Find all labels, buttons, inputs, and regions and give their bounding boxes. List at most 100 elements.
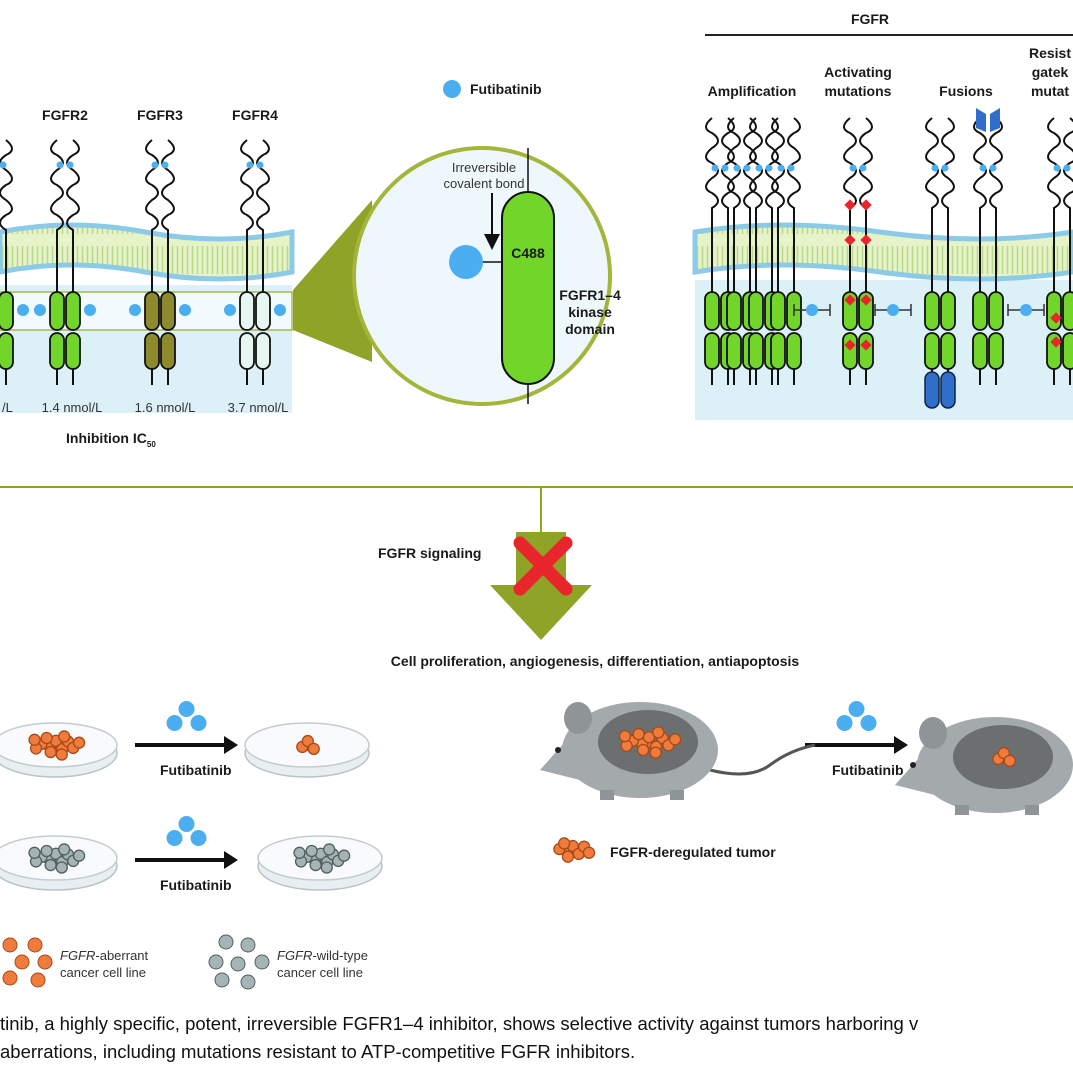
mouse-leg xyxy=(670,790,684,800)
kinase-lobe xyxy=(726,291,742,331)
futibatinib-dot xyxy=(17,304,29,316)
kinase-lobe xyxy=(972,332,988,370)
ligand-dot xyxy=(849,164,857,172)
ligand-dot xyxy=(0,161,7,169)
cell xyxy=(28,846,41,859)
mouse-ear xyxy=(564,702,592,734)
domain-label-1: FGFR1–4 xyxy=(559,287,621,303)
cell xyxy=(40,731,53,745)
kinase-lobe xyxy=(988,291,1004,331)
bond-label-2: covalent bond xyxy=(444,176,525,191)
receptor-chain xyxy=(843,117,857,292)
caption-line-2: aberrations, including mutations resista… xyxy=(0,1041,635,1062)
ligand-dot xyxy=(941,164,949,172)
ligand-dot xyxy=(721,164,729,172)
kinase-lobe xyxy=(65,291,81,331)
cell xyxy=(55,748,68,761)
cell xyxy=(2,937,18,953)
futibatinib-dot xyxy=(836,715,853,731)
ligand-dot xyxy=(777,164,785,172)
mutation-marker xyxy=(860,234,872,246)
cell xyxy=(652,726,665,739)
cell xyxy=(558,837,571,850)
kinase-lobe xyxy=(940,332,956,370)
wildtype-dish-after xyxy=(257,835,383,891)
receptor-chain xyxy=(973,117,987,292)
cell xyxy=(309,858,322,872)
ligand-dot xyxy=(733,164,741,172)
mutation-marker xyxy=(860,199,872,211)
mutation-marker xyxy=(844,234,856,246)
kinase-zoom: C488 Irreversible covalent bond FGFR1–4 … xyxy=(293,80,621,406)
ligand-dot xyxy=(859,164,867,172)
kinase-lobe xyxy=(940,291,956,331)
wildtype-dish-before xyxy=(0,835,118,891)
receptor-chain xyxy=(989,117,1003,292)
cell xyxy=(218,934,234,950)
cell xyxy=(44,745,57,759)
resistant-receptor xyxy=(1046,117,1073,385)
ligand-dot xyxy=(1053,164,1061,172)
futibatinib-dot xyxy=(179,304,191,316)
mouse-ear xyxy=(919,717,947,749)
ligand-dot xyxy=(989,164,997,172)
cell xyxy=(14,954,30,970)
kinase-lobe xyxy=(748,332,764,370)
blocked-x-icon xyxy=(513,536,573,596)
cell xyxy=(30,972,46,988)
gatekeeper-marker xyxy=(1050,312,1062,324)
kinase-lobe xyxy=(972,291,988,331)
kinase-lobe xyxy=(0,332,14,370)
cell xyxy=(649,746,662,759)
kinase-lobe xyxy=(1062,291,1073,331)
mouse-leg xyxy=(1025,805,1039,815)
receptor-chain xyxy=(787,117,801,292)
mutation-marker xyxy=(860,294,872,306)
cell xyxy=(27,937,43,953)
kinase-lobe xyxy=(988,332,1004,370)
receptor-chain xyxy=(771,117,785,292)
gatekeeper-marker xyxy=(1050,336,1062,348)
futibatinib-dot xyxy=(166,830,183,846)
ligand-dot xyxy=(931,164,939,172)
aberrant-dish-after xyxy=(244,722,370,778)
ligand-dot xyxy=(743,164,751,172)
cell xyxy=(214,972,230,988)
futibatinib-dot xyxy=(190,715,207,731)
fgfr4-ic50: 3.7 nmol/L xyxy=(228,400,289,415)
fusion-partner xyxy=(924,371,940,409)
ligand-dot xyxy=(765,164,773,172)
ligand-dot xyxy=(66,161,74,169)
mouse-eye xyxy=(555,747,561,753)
fusion-partner-dimer xyxy=(976,108,1000,132)
receptor-chain xyxy=(941,117,955,292)
receptor-chain xyxy=(743,117,757,292)
mutation-marker xyxy=(844,339,856,351)
ligand-dot xyxy=(1063,164,1071,172)
cell xyxy=(230,956,246,972)
signaling-arrow xyxy=(490,532,592,640)
kinase-lobe xyxy=(144,332,160,370)
cell xyxy=(632,727,645,741)
fgfr2-label: FGFR2 xyxy=(42,107,88,123)
ligand-dot xyxy=(161,161,169,169)
tumor-legend-icon xyxy=(553,837,596,863)
aberrant-dish-before xyxy=(0,722,118,778)
cell xyxy=(668,733,682,746)
futibatinib-dot xyxy=(887,304,899,316)
cell xyxy=(254,954,270,970)
kinase-lobe xyxy=(748,291,764,331)
fgfr3-receptor xyxy=(129,139,191,385)
receptor-chain xyxy=(50,139,64,292)
futibatinib-molecule xyxy=(449,245,483,279)
receptor-chain xyxy=(705,117,719,292)
cell xyxy=(72,849,86,862)
receptor-chain xyxy=(925,117,939,292)
cell xyxy=(55,861,68,874)
cell xyxy=(240,937,256,953)
cell xyxy=(305,844,318,858)
ligand-dot xyxy=(56,161,64,169)
fgfr1-ic50: /L xyxy=(2,400,13,415)
ligand-dot xyxy=(787,164,795,172)
futibatinib-dot xyxy=(848,701,865,717)
